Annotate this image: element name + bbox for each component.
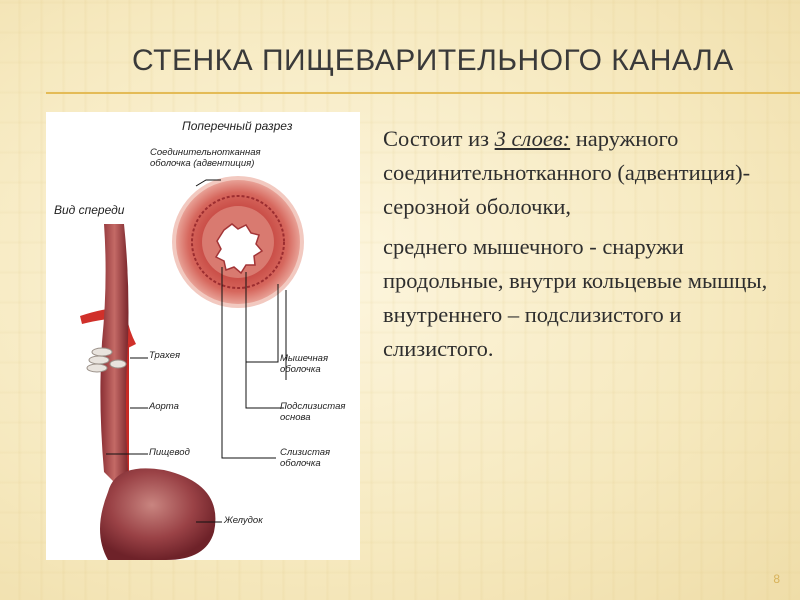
- submucosa-label-1: Подслизистая: [280, 401, 346, 412]
- adventitia-label-2: оболочка (адвентиция): [150, 158, 255, 169]
- mucosa-label-2: оболочка: [280, 458, 321, 469]
- trachea-label: Трахея: [149, 350, 181, 361]
- adventitia-label-1: Соединительнотканная: [150, 147, 261, 158]
- esophagus-label: Пищевод: [149, 447, 190, 458]
- stomach-label: Желудок: [224, 515, 263, 526]
- front-view-organs: [80, 224, 216, 560]
- body-paragraph-1: Состоит из 3 слоев: наружного соединител…: [383, 126, 751, 219]
- leader-lines: [106, 179, 287, 523]
- anatomy-figure: Поперечный разрез Вид спереди Соединител…: [46, 112, 360, 560]
- aorta-label: Аорта: [149, 401, 179, 412]
- cross-section-label: Поперечный разрез: [182, 119, 293, 133]
- slide-title: СТЕНКА ПИЩЕВАРИТЕЛЬНОГО КАНАЛА: [132, 44, 734, 77]
- mucosa-label-1: Слизистая: [280, 447, 331, 458]
- page-number: 8: [773, 572, 780, 586]
- cross-section-ring: [172, 176, 304, 308]
- title-rule: [46, 92, 800, 94]
- muscular-label-1: Мышечная: [280, 353, 329, 364]
- submucosa-label-2: основа: [280, 412, 311, 423]
- muscular-label-2: оболочка: [280, 364, 321, 375]
- front-view-label: Вид спереди: [54, 203, 125, 217]
- body-paragraph-2: среднего мышечного - снаружи продольные,…: [383, 234, 768, 361]
- anatomy-illustration: [80, 176, 304, 560]
- slide-body: Состоит из 3 слоев: наружного соединител…: [383, 122, 778, 372]
- layer-count-highlight: 3 слоев:: [494, 126, 571, 151]
